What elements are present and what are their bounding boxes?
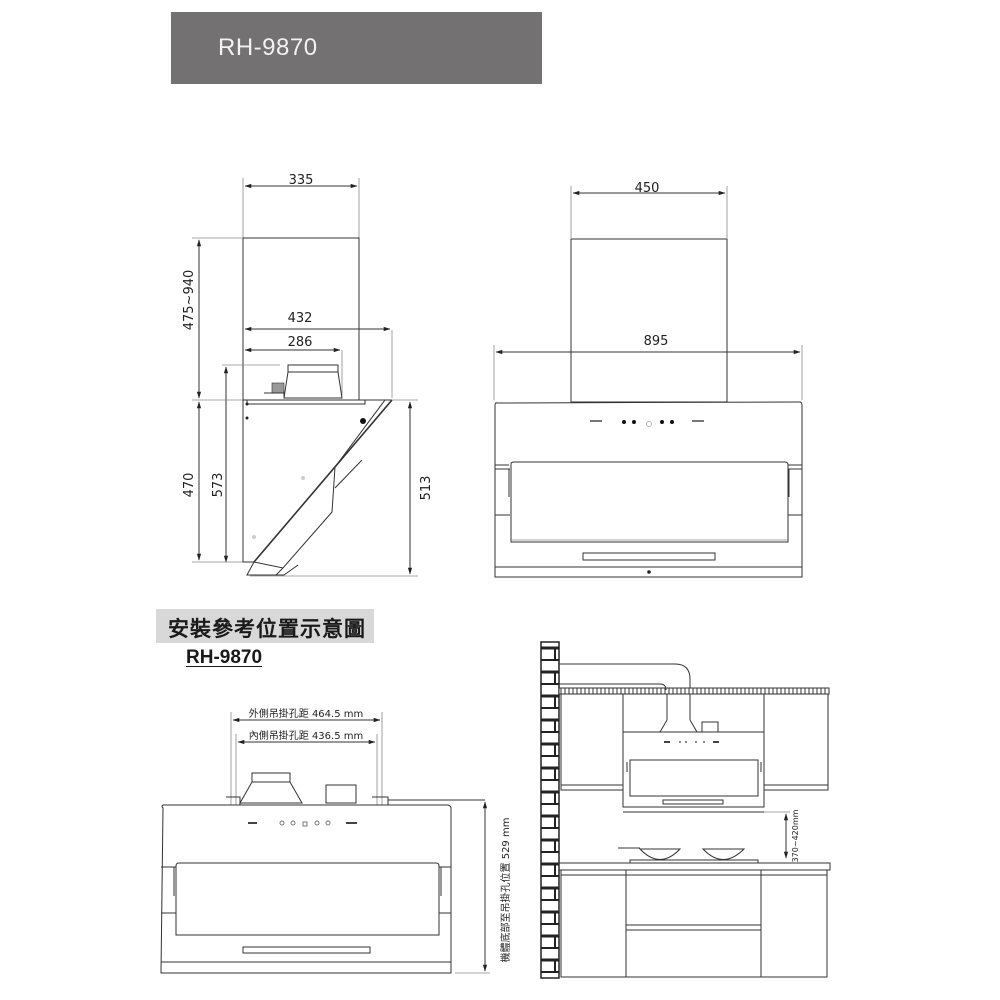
model-banner: RH-9870 bbox=[171, 12, 542, 84]
dim-top-width: 335 bbox=[289, 173, 314, 188]
side-view: 335 475~940 432 286 573 470 bbox=[182, 173, 434, 577]
kitchen-installation-view: 370~420mm bbox=[540, 641, 831, 979]
dim-front-height: 513 bbox=[419, 476, 434, 501]
brick-wall bbox=[540, 641, 560, 979]
installation-model-label: RH-9870 bbox=[186, 647, 263, 668]
dim-height-573: 573 bbox=[211, 473, 226, 498]
outer-hole-spacing: 外側吊掛孔距 464.5 mm bbox=[249, 707, 363, 720]
dim-chimney-height: 475~940 bbox=[182, 270, 197, 331]
front-view: 450 895 bbox=[493, 181, 803, 578]
dim-depth-inner: 286 bbox=[288, 335, 313, 350]
dim-depth-outer: 432 bbox=[288, 311, 313, 326]
dim-chimney-width: 450 bbox=[635, 181, 660, 196]
installation-title-text: 安裝參考位置示意圖 bbox=[168, 617, 366, 641]
dim-height-470: 470 bbox=[182, 473, 197, 498]
installation-front-view: 外側吊掛孔距 464.5 mm 內側吊掛孔距 436.5 mm 機體底部至吊掛孔… bbox=[160, 707, 512, 974]
installation-section-title: 安裝參考位置示意圖 bbox=[156, 609, 374, 643]
inner-hole-spacing: 內側吊掛孔距 436.5 mm bbox=[249, 729, 363, 742]
dim-body-width: 895 bbox=[644, 334, 669, 349]
hood-to-stove-distance: 370~420mm bbox=[791, 809, 800, 862]
bottom-to-hole-distance: 機體底部至吊掛孔位置 529 mm bbox=[499, 818, 512, 963]
model-banner-text: RH-9870 bbox=[218, 34, 318, 61]
